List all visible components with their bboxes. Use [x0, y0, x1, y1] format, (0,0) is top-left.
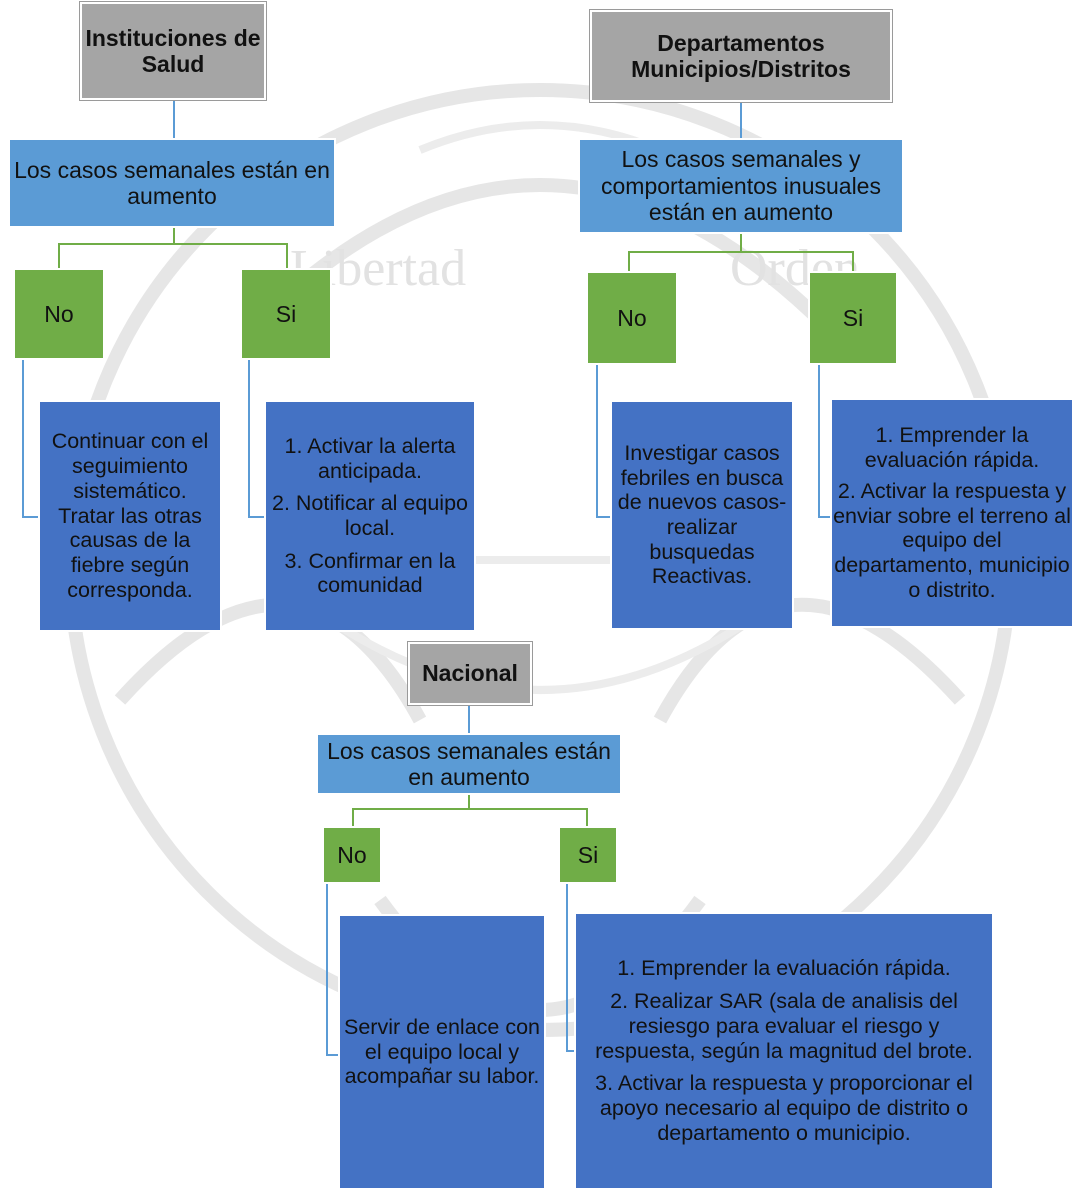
decision-no: No: [13, 268, 105, 360]
connector: [22, 360, 24, 518]
connector: [566, 1050, 576, 1052]
connector: [173, 228, 175, 244]
connector: [22, 516, 40, 518]
condition-box: Los casos semanales están en aumento: [8, 138, 336, 228]
header-nacional: Nacional: [407, 641, 533, 706]
action-line: Investigar casos febriles en busca de nu…: [617, 440, 787, 589]
connector: [628, 251, 630, 271]
connector: [628, 251, 854, 253]
connector: [58, 243, 288, 245]
connector: [58, 243, 60, 268]
connector: [740, 102, 742, 138]
decision-no: No: [322, 826, 382, 884]
connector: [352, 808, 588, 810]
decision-no: No: [586, 271, 678, 365]
connector: [596, 516, 612, 518]
connector: [586, 808, 588, 826]
action-line: 1. Emprender la evaluación rápida.: [617, 956, 951, 981]
action-no: Continuar con el seguimiento sistemático…: [38, 400, 222, 632]
action-no: Investigar casos febriles en busca de nu…: [610, 400, 794, 630]
action-line: 1. Emprender la evaluación rápida.: [864, 423, 1040, 473]
condition-box: Los casos semanales y comportamientos in…: [578, 138, 904, 234]
action-line: 1. Activar la alerta anticipada.: [284, 433, 456, 483]
connector: [248, 360, 250, 518]
connector: [352, 808, 354, 826]
condition-box: Los casos semanales están en aumento: [316, 733, 622, 795]
action-si: 1. Emprender la evaluación rápida. 2. Ac…: [830, 398, 1074, 628]
action-si: 1. Activar la alerta anticipada. 2. Noti…: [264, 400, 476, 632]
connector: [286, 243, 288, 268]
action-line: 2. Activar la respuesta y enviar sobre e…: [833, 478, 1071, 602]
connector: [566, 884, 568, 1052]
action-si: 1. Emprender la evaluación rápida. 2. Re…: [574, 912, 994, 1190]
decision-si: Si: [240, 268, 332, 360]
action-line: 3. Confirmar en la comunidad: [284, 548, 456, 598]
decision-si: Si: [558, 826, 618, 884]
action-line: Continuar con el seguimiento sistemático…: [51, 429, 209, 503]
connector: [326, 1054, 340, 1056]
connector: [818, 365, 820, 518]
action-line: 2. Realizar SAR (sala de analisis del re…: [595, 989, 973, 1063]
action-no: Servir de enlace con el equipo local y a…: [338, 914, 546, 1190]
connector: [740, 234, 742, 252]
action-line: 3. Activar la respuesta y proporcionar e…: [595, 1071, 973, 1145]
connector: [468, 795, 470, 809]
action-line: Tratar las otras causas de la fiebre seg…: [58, 503, 202, 602]
action-line: 2. Notificar al equipo local.: [272, 491, 468, 540]
connector: [468, 705, 470, 733]
header-departamentos: Departamentos Municipios/Distritos: [589, 9, 893, 103]
connector: [173, 100, 175, 138]
action-line: Servir de enlace con el equipo local y a…: [344, 1014, 540, 1089]
connector: [818, 516, 832, 518]
header-instituciones: Instituciones de Salud: [79, 1, 267, 101]
connector: [326, 884, 328, 1056]
connector: [852, 251, 854, 271]
connector: [248, 516, 266, 518]
connector: [596, 365, 598, 518]
decision-si: Si: [808, 271, 898, 365]
